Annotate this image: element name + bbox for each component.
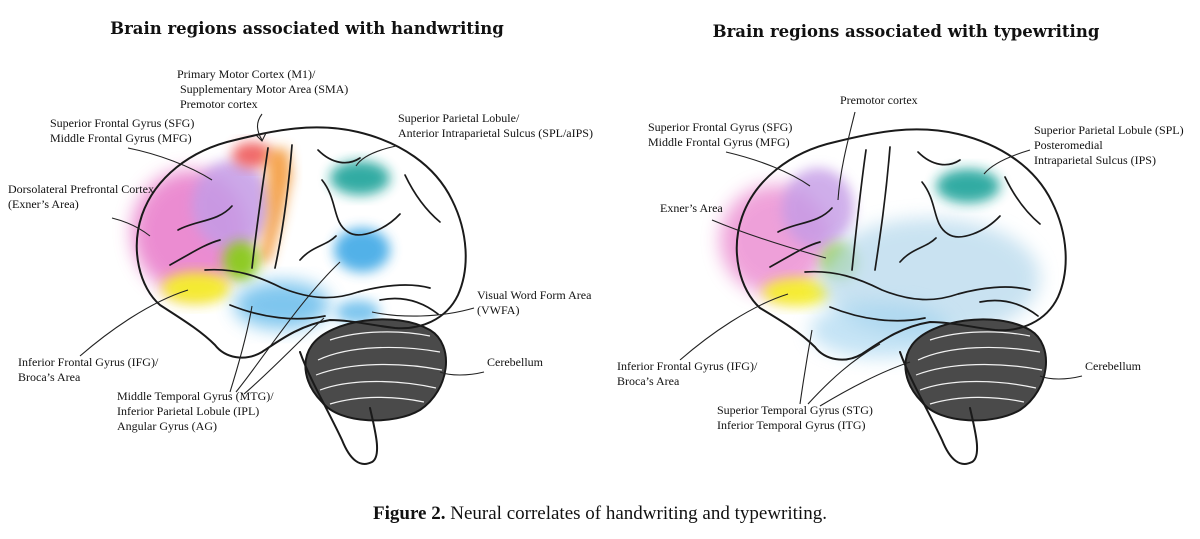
handwriting-labels: Primary Motor Cortex (M1)/ Supplementary… (8, 67, 593, 433)
label-mtg-line3: Angular Gyrus (AG) (117, 419, 217, 433)
leader-sfg (725, 151, 811, 187)
label-vwfa-line1: Visual Word Form Area (477, 288, 592, 302)
region-mtg-blue (234, 281, 330, 329)
leader-premotor (837, 111, 856, 201)
leader-sfg (127, 147, 213, 181)
label-ifg-line1: Inferior Frontal Gyrus (IFG)/ (617, 359, 758, 373)
label-m1-line2: Supplementary Motor Area (SMA) (180, 82, 348, 96)
leader-m1 (256, 113, 263, 141)
leader-vwfa (371, 307, 475, 317)
region-mfg-violet (782, 168, 854, 248)
leader-stg-a (799, 329, 813, 405)
handwriting-leader-lines (79, 113, 485, 395)
label-mtg-line2: Inferior Parietal Lobule (IPL) (117, 404, 259, 418)
leader-m1-arrow (255, 132, 267, 142)
label-sfg-line2: Middle Frontal Gyrus (MFG) (648, 135, 790, 149)
handwriting-brain-outline (135, 126, 467, 359)
region-sfg-violet (192, 160, 272, 250)
typewriting-brain-outline (735, 128, 1067, 361)
typewriting-leader-lines (679, 111, 1083, 407)
label-dlpfc-line1: Dorsolateral Prefrontal Cortex (8, 182, 154, 196)
region-vwfa-blue (336, 300, 380, 324)
label-dlpfc-line2: (Exner’s Area) (8, 197, 79, 211)
typewriting-regions (720, 168, 1040, 358)
handwriting-cerebellum (299, 318, 447, 465)
label-ifg-line2: Broca’s Area (617, 374, 680, 388)
region-ifg-yellow (763, 278, 831, 306)
region-m1-orange (258, 148, 292, 262)
leader-stg-c (819, 361, 911, 407)
typewriting-panel: Brain regions associated with typewritin… (617, 22, 1184, 465)
label-sfg-line1: Superior Frontal Gyrus (SFG) (648, 120, 792, 134)
label-cerebellum: Cerebellum (1085, 359, 1142, 373)
caption-text: Neural correlates of handwriting and typ… (445, 503, 827, 524)
label-stg-line2: Inferior Temporal Gyrus (ITG) (717, 418, 866, 432)
typewriting-cerebellum (899, 318, 1047, 465)
typewriting-labels: Premotor cortex Superior Frontal Gyrus (… (617, 93, 1184, 432)
label-vwfa-line2: (VWFA) (477, 303, 519, 317)
label-exner: Exner’s Area (660, 201, 723, 215)
region-spl-teal (330, 161, 390, 195)
leader-ifg (79, 289, 189, 357)
leader-dlpfc (111, 217, 151, 237)
handwriting-title: Brain regions associated with handwritin… (110, 19, 504, 38)
label-premotor: Premotor cortex (840, 93, 918, 107)
label-ifg-line1: Inferior Frontal Gyrus (IFG)/ (18, 355, 159, 369)
label-spl-line2: Posteromedial (1034, 138, 1103, 152)
label-mtg-line1: Middle Temporal Gyrus (MTG)/ (117, 389, 274, 403)
figure-caption: Figure 2. Neural correlates of handwriti… (0, 503, 1200, 525)
leader-cerebellum (1039, 375, 1083, 380)
label-cerebellum: Cerebellum (487, 355, 544, 369)
leader-mtg-a (229, 305, 253, 393)
label-spl-line1: Superior Parietal Lobule (SPL) (1034, 123, 1184, 137)
leader-spl (355, 145, 397, 167)
label-m1-line1: Primary Motor Cortex (M1)/ (177, 67, 316, 81)
handwriting-panel: Brain regions associated with handwritin… (8, 19, 593, 465)
label-spl-line1: Superior Parietal Lobule/ (398, 111, 520, 125)
region-ipl-blue (334, 228, 390, 272)
region-sma-red (232, 142, 272, 168)
caption-label: Figure 2. (373, 503, 446, 524)
label-stg-line1: Superior Temporal Gyrus (STG) (717, 403, 873, 417)
region-ifg-yellow (162, 272, 230, 304)
leader-cerebellum (439, 371, 485, 376)
leader-spl (983, 149, 1031, 175)
typewriting-title: Brain regions associated with typewritin… (713, 22, 1100, 41)
label-spl-line2: Anterior Intraparietal Sulcus (SPL/aIPS) (398, 126, 593, 140)
leader-exner (711, 219, 827, 259)
leader-mtg-b (235, 261, 341, 393)
label-ifg-line2: Broca’s Area (18, 370, 81, 384)
region-spl-teal (936, 169, 1000, 203)
label-sfg-line1: Superior Frontal Gyrus (SFG) (50, 116, 194, 130)
handwriting-regions (132, 142, 390, 329)
leader-mtg-c (243, 317, 325, 395)
leader-ifg (679, 293, 789, 361)
label-sfg-line2: Middle Frontal Gyrus (MFG) (50, 131, 192, 145)
label-spl-line3: Intraparietal Sulcus (IPS) (1034, 153, 1156, 167)
leader-stg-b (807, 343, 881, 405)
label-m1-line3: Premotor cortex (180, 97, 258, 111)
